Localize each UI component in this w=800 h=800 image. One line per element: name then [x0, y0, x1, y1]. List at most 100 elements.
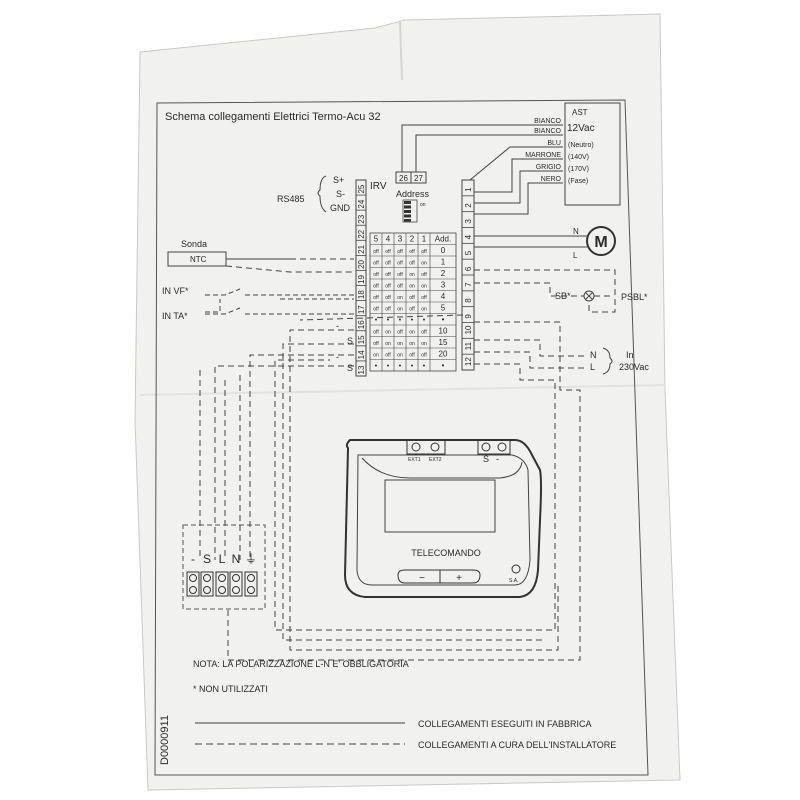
motor-symbol	[586, 226, 616, 256]
dip-state: on	[409, 284, 415, 290]
dip-state: off	[409, 261, 415, 267]
terminal-block-screws	[186, 571, 258, 597]
dip-state: on	[373, 353, 379, 359]
dip-state: on	[421, 284, 427, 290]
terminal-right-8: 8	[464, 298, 473, 303]
dip-state: off	[421, 353, 427, 359]
s-marker-2: S	[347, 363, 353, 373]
ast-spec-4: (170V)	[568, 166, 589, 173]
terminal-left-19: 19	[357, 275, 366, 284]
dip-state: on	[397, 341, 403, 347]
terminal-left-21: 21	[357, 244, 366, 253]
dip-state: •	[399, 317, 402, 324]
in-vf-label: IN VF*	[162, 286, 189, 296]
ast-spec-2: (Neutro)	[568, 142, 594, 149]
ast-wire-bianco-1: BIANCO	[534, 118, 561, 125]
supply-wiring	[274, 339, 585, 631]
dip-state: on	[397, 307, 403, 313]
terminal-right-1: 1	[464, 187, 473, 192]
dip-state: •	[423, 317, 426, 324]
screw-icon	[218, 586, 226, 594]
terminal-right-6: 6	[464, 266, 473, 271]
dip-state: on	[421, 341, 427, 347]
address-header-0: 5	[374, 235, 379, 244]
s-marker-1: S	[347, 336, 353, 346]
paper-sheet	[134, 13, 681, 791]
dip-state: •	[387, 363, 390, 370]
diagram-title: Schema collegamenti Elettrici Termo-Acu …	[165, 111, 381, 123]
terminal-27: 27	[414, 174, 423, 183]
terminal-left-24: 24	[357, 199, 366, 208]
dip-state: •	[375, 363, 378, 370]
ast-wire-blu: BLU	[547, 140, 561, 147]
dip-state: •	[387, 317, 390, 324]
terminal-block-label-0: -	[191, 552, 195, 566]
minus-marker-2: -	[336, 352, 339, 362]
telecomando-label: TELECOMANDO	[411, 548, 481, 558]
address-header-4: 1	[422, 235, 427, 244]
terminal-left-15: 15	[357, 335, 366, 344]
sa-sensor-icon	[511, 564, 521, 574]
ast-wire-grigio: GRIGIO	[536, 164, 562, 171]
address-header-1: 4	[386, 235, 391, 244]
dip-state: off	[397, 249, 403, 255]
dip-state: off	[373, 261, 379, 267]
dip-state: •	[375, 317, 378, 324]
dip-state: off	[373, 272, 379, 278]
terminal-left-16: 16	[357, 320, 366, 329]
terminal-left-22: 22	[357, 229, 366, 238]
note-not-used: * NON UTILIZZATI	[193, 684, 268, 694]
irv-label: IRV	[370, 181, 387, 192]
psbl-label: PSBL*	[621, 292, 648, 302]
dip-state: off	[373, 341, 379, 347]
terminal-screw-housing	[200, 571, 214, 597]
address-value: 5	[441, 304, 446, 313]
ast-wire-nero: NERO	[541, 176, 562, 183]
terminal-right-3: 3	[464, 219, 473, 224]
ast-spec-3: (140V)	[568, 154, 589, 161]
address-dip-switch: on	[402, 199, 426, 223]
terminal-block-label-3: N	[232, 552, 241, 566]
screw-icon	[203, 586, 211, 594]
ext2-label: EXT2	[429, 457, 442, 463]
dip-state: off	[385, 353, 391, 359]
address-value: 1	[441, 258, 446, 267]
dip-state: off	[373, 284, 379, 290]
bus-connector	[477, 439, 511, 455]
psbl-wiring	[474, 269, 616, 313]
sonda-label: Sonda	[181, 239, 207, 249]
address-value: 10	[439, 327, 448, 336]
terminal-block-frame	[182, 524, 266, 610]
terminal-screw-housing	[215, 571, 229, 597]
dip-state: on	[409, 341, 415, 347]
terminal-right-2: 2	[464, 203, 473, 208]
remote-s-label: S	[483, 454, 489, 464]
rs485-s-plus: S+	[333, 175, 344, 185]
supply-brace	[602, 347, 613, 375]
dip-state: off	[385, 307, 391, 313]
dip-on-label: on	[420, 202, 426, 208]
fold-crease-horizontal	[139, 384, 666, 396]
ast-spec-5: (Fase)	[568, 178, 588, 185]
ast-wire-marrone: MARRONE	[525, 152, 561, 159]
minus-marker-1: -	[336, 321, 339, 331]
rs485-gnd: GND	[330, 203, 351, 213]
screw-icon	[232, 574, 240, 582]
dip-state: off	[373, 249, 379, 255]
dip-state: •	[411, 363, 414, 370]
screw-icon	[218, 574, 226, 582]
dip-state: off	[385, 295, 391, 301]
address-value: 4	[441, 292, 446, 301]
in-ta-label: IN TA*	[162, 311, 188, 321]
remote-control: EXT1 EXT2 S - TELECOMANDO − + S.A.	[343, 439, 542, 598]
legend-factory-label: COLLEGAMENTI ESEGUITI IN FABBRICA	[418, 719, 592, 729]
dip-state: off	[397, 330, 403, 336]
ast-wires	[401, 124, 563, 215]
motor-label: M	[594, 234, 607, 251]
diagram-frame	[154, 99, 649, 776]
terminal-left-18: 18	[357, 290, 366, 299]
dip-state: off	[385, 249, 391, 255]
